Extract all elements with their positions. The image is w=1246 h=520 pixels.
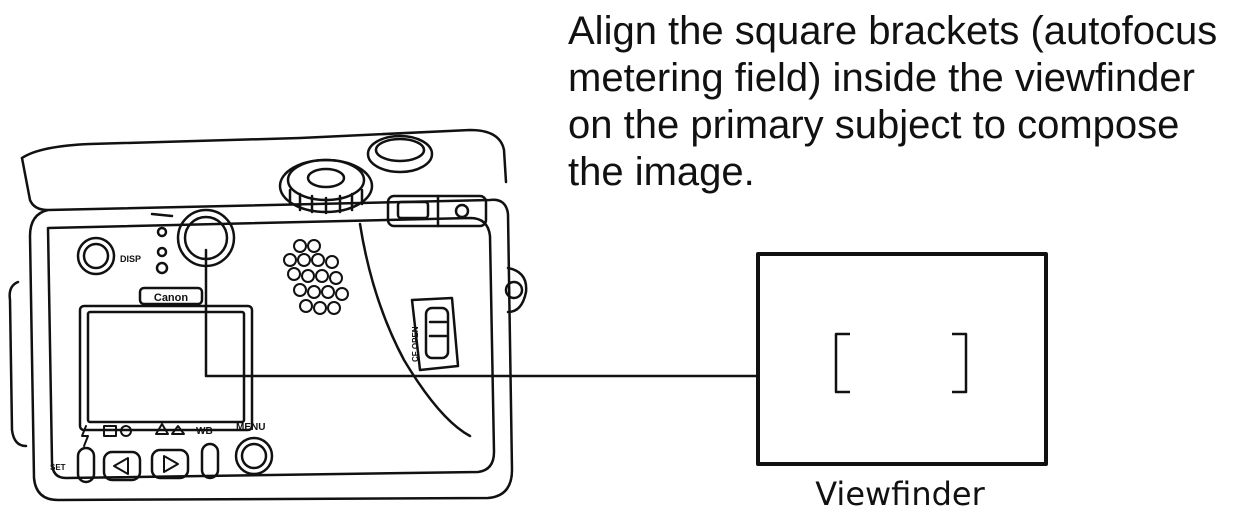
menu-button-label: MENU [236, 422, 265, 433]
camera-illustration [8, 128, 528, 502]
right-arrow-button[interactable] [150, 448, 190, 480]
macro-icon [103, 425, 132, 437]
camera-inner-face [46, 216, 496, 480]
indicator-lamp-top [156, 226, 168, 238]
camera-strap-ring [504, 280, 524, 300]
indicator-lamp-bottom [155, 261, 169, 275]
landscape-icon [155, 423, 185, 435]
af-bracket-right [952, 332, 968, 394]
viewfinder-label: Viewfinder [815, 475, 985, 513]
leader-line [204, 248, 758, 378]
shutter-button-inner [374, 137, 426, 163]
disp-button[interactable] [76, 236, 116, 276]
brand-logo: Canon [154, 292, 189, 304]
cf-open-label: CF OPEN [411, 326, 420, 362]
camera-top-outline [20, 128, 508, 184]
camera-side-grip [8, 280, 28, 448]
af-bracket-left [834, 332, 850, 394]
menu-button[interactable] [234, 436, 274, 476]
mode-dial[interactable] [278, 158, 374, 215]
zoom-lever[interactable] [386, 194, 488, 228]
set-button-label: SET [50, 463, 66, 472]
disp-button-label: DISP [120, 254, 141, 264]
viewfinder-frame [756, 252, 1048, 466]
lamp-tick [150, 212, 174, 218]
camera-strap-hook [506, 266, 528, 314]
left-arrow-button[interactable] [102, 450, 142, 482]
lcd-monitor [78, 304, 254, 432]
flash-icon [81, 425, 89, 447]
instruction-text: Align the square brackets (autofocus met… [568, 9, 1218, 194]
brand-plate [138, 286, 204, 306]
camera-body-crease [358, 222, 472, 438]
set-button[interactable] [76, 446, 96, 484]
cf-card-cover[interactable] [410, 296, 460, 372]
camera-front-outline [20, 156, 514, 502]
shutter-button[interactable] [366, 134, 434, 174]
wb-button-label: WB [196, 426, 213, 437]
wb-button[interactable] [200, 442, 220, 480]
indicator-lamp-mid [156, 246, 168, 258]
speaker-grille [283, 239, 349, 315]
